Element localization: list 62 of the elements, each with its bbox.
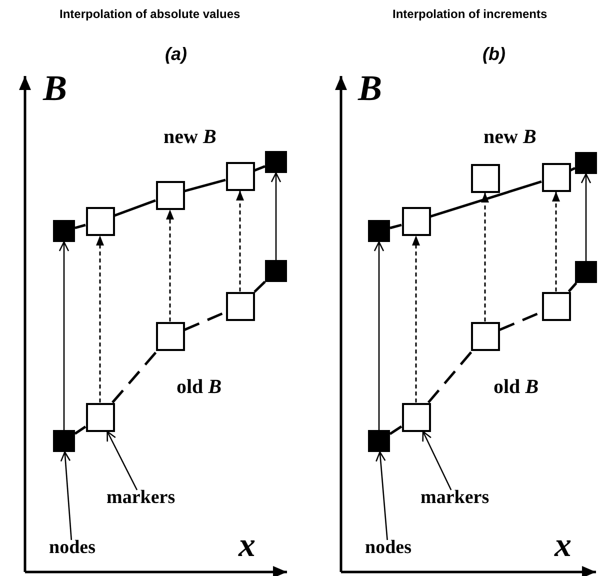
graph-line <box>390 224 402 230</box>
graph-line <box>114 199 156 217</box>
leader-line <box>376 451 388 540</box>
marker-square <box>86 402 114 432</box>
leader-line <box>60 451 72 540</box>
arrow <box>270 172 282 260</box>
curve-label: old B <box>176 376 222 398</box>
arrow <box>166 210 174 322</box>
node-square <box>265 260 287 282</box>
arrow <box>552 192 560 292</box>
graph-line <box>74 224 86 230</box>
callout-text: nodes <box>49 537 96 559</box>
arrow <box>481 192 489 322</box>
graph-line <box>430 180 542 218</box>
node-square <box>368 220 390 242</box>
curve-label: old B <box>494 376 539 398</box>
marker-square <box>470 322 500 350</box>
marker-square <box>402 206 430 236</box>
node-square <box>53 220 75 242</box>
marker-square <box>542 162 570 192</box>
panel-title: Interpolation of increments <box>392 7 548 21</box>
marker-square <box>542 292 570 320</box>
graph-line <box>112 350 158 404</box>
graph-line <box>184 178 226 192</box>
arrow <box>236 190 244 292</box>
axis-label: B <box>43 67 68 109</box>
marker-square <box>402 402 430 432</box>
marker-square <box>226 292 254 320</box>
node-square <box>575 261 597 283</box>
leader-line <box>106 430 138 490</box>
axis-label: B <box>358 67 382 109</box>
arrow <box>580 173 592 261</box>
leader-line <box>422 430 452 490</box>
arrow <box>412 236 420 402</box>
callout-text: markers <box>106 487 176 509</box>
axis-label: x <box>554 527 572 565</box>
panel-letter: (b) <box>482 44 506 64</box>
graph-line <box>254 280 266 293</box>
marker-square <box>470 164 500 192</box>
marker-square <box>86 206 114 236</box>
graph-line <box>74 426 86 435</box>
node-square <box>575 152 597 174</box>
callout-text: markers <box>420 487 490 509</box>
graph-line <box>254 165 266 172</box>
node-square <box>53 430 75 452</box>
graph-line <box>568 282 578 292</box>
callout-text: nodes <box>365 537 412 559</box>
node-square <box>265 151 287 173</box>
arrow <box>58 241 70 430</box>
node-square <box>368 430 390 452</box>
graph-line <box>389 425 402 435</box>
arrow <box>96 236 104 402</box>
panel-title: Interpolation of absolute values <box>60 7 240 21</box>
axis-label: x <box>238 527 256 565</box>
panel-letter: (a) <box>165 44 187 64</box>
graph-line <box>427 350 474 404</box>
marker-square <box>226 162 254 190</box>
curve-label: new B <box>164 126 216 148</box>
arrow <box>374 241 384 430</box>
marker-square <box>156 322 184 350</box>
curve-label: new B <box>484 126 536 148</box>
marker-square <box>156 180 184 210</box>
